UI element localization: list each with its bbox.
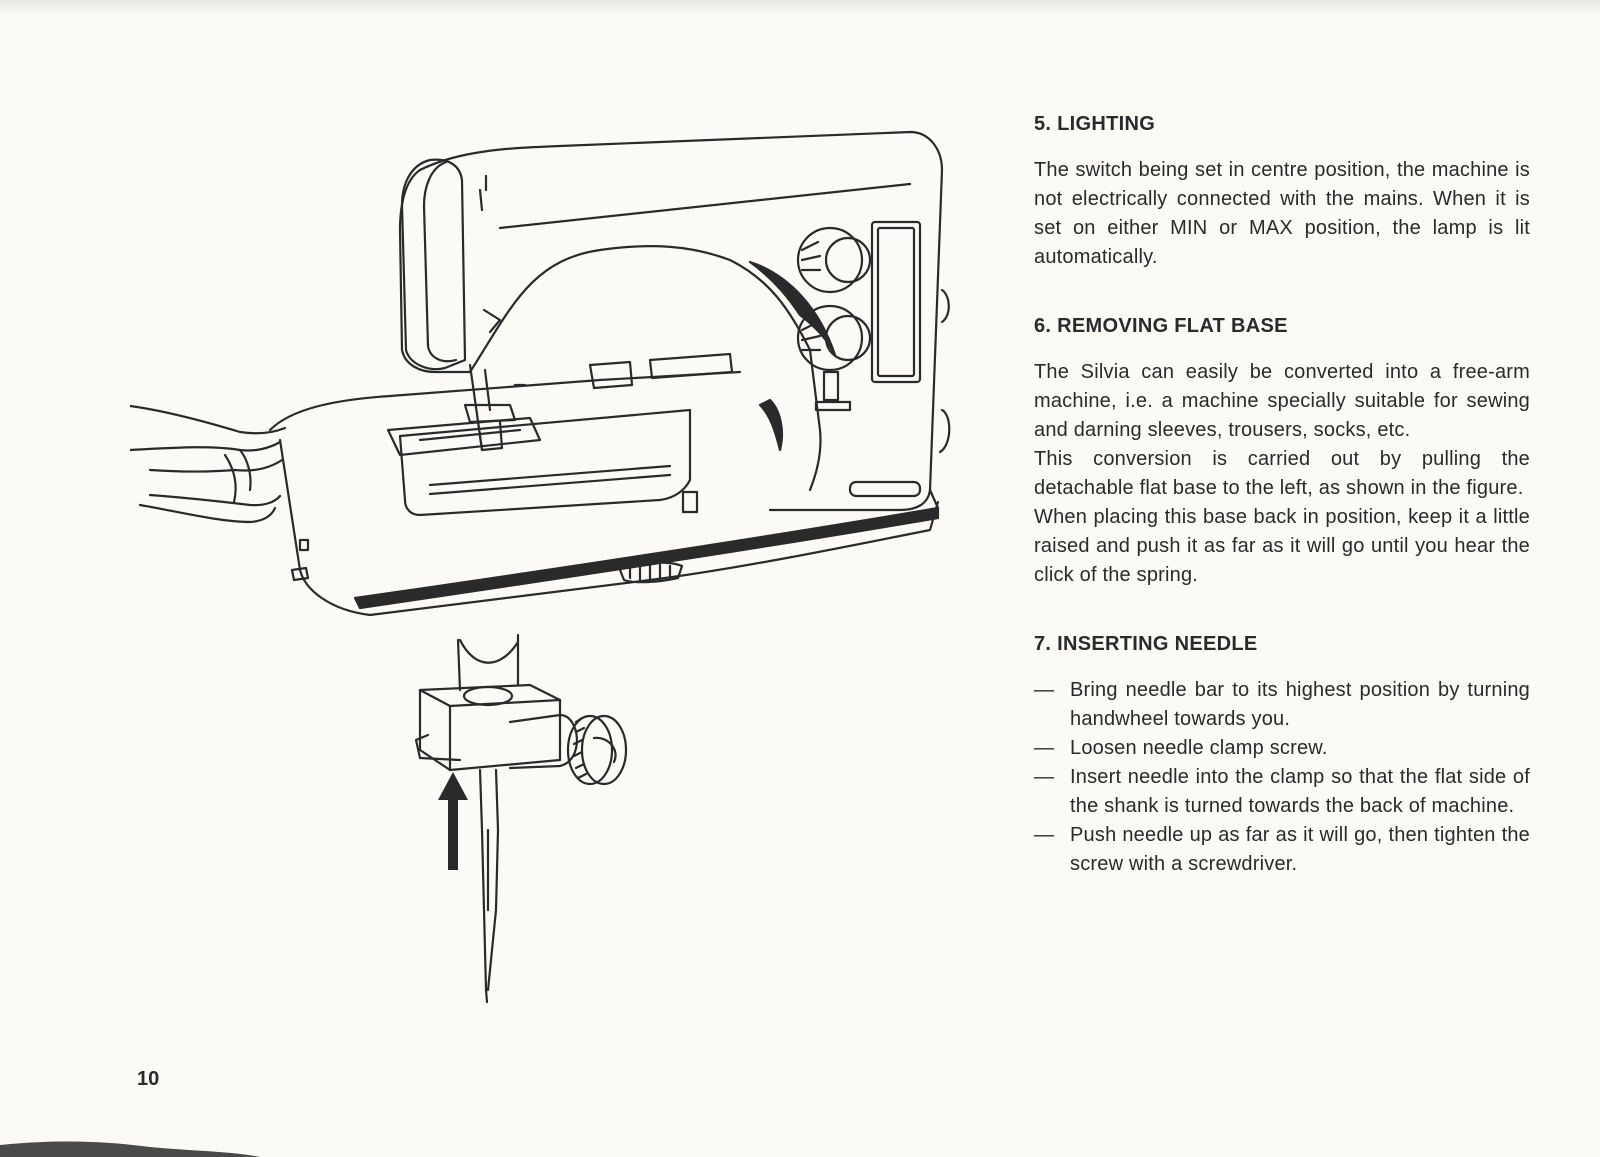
step-text: Insert needle into the clamp so that the… bbox=[1070, 766, 1530, 817]
section-removing-flat-base: 6. REMOVING FLAT BASE The Silvia can eas… bbox=[1034, 314, 1530, 590]
lighting-paragraph: The switch being set in centre position,… bbox=[1034, 159, 1530, 268]
flat-base-paragraph-3: When placing this base back in position,… bbox=[1034, 506, 1530, 586]
step-text: Push needle up as far as it will go, the… bbox=[1070, 824, 1530, 875]
dash-bullet: — bbox=[1034, 737, 1055, 759]
hand bbox=[130, 404, 287, 524]
section-heading-inserting-needle: 7. INSERTING NEEDLE bbox=[1034, 633, 1258, 655]
section-heading-lighting: 5. LIGHTING bbox=[1034, 113, 1156, 135]
dash-bullet: — bbox=[1034, 766, 1055, 788]
needle-clamp-detail bbox=[414, 633, 628, 1004]
section-heading-removing-flat-base: 6. REMOVING FLAT BASE bbox=[1034, 315, 1288, 337]
list-item: — Loosen needle clamp screw. bbox=[1034, 734, 1530, 763]
machine-arm bbox=[398, 130, 951, 512]
instructions-column: 5. LIGHTING The switch being set in cent… bbox=[1034, 112, 1530, 879]
list-item: — Bring needle bar to its highest positi… bbox=[1034, 676, 1530, 734]
list-item: — Push needle up as far as it will go, t… bbox=[1034, 821, 1530, 879]
list-item: — Insert needle into the clamp so that t… bbox=[1034, 763, 1530, 821]
dash-bullet: — bbox=[1034, 824, 1055, 846]
step-text: Loosen needle clamp screw. bbox=[1070, 737, 1328, 759]
section-lighting: 5. LIGHTING The switch being set in cent… bbox=[1034, 112, 1530, 272]
machine-bed bbox=[268, 352, 940, 617]
page-number: 10 bbox=[137, 1068, 160, 1090]
flat-base-paragraph-1: The Silvia can easily be converted into … bbox=[1034, 361, 1530, 441]
torn-corner-mark bbox=[0, 1141, 260, 1157]
up-arrow-icon bbox=[438, 772, 468, 870]
page-edge-shadow bbox=[0, 0, 1600, 14]
section-inserting-needle: 7. INSERTING NEEDLE — Bring needle bar t… bbox=[1034, 632, 1530, 879]
step-text: Bring needle bar to its highest position… bbox=[1070, 679, 1530, 730]
dash-bullet: — bbox=[1034, 679, 1055, 701]
needle-steps-list: — Bring needle bar to its highest positi… bbox=[1034, 676, 1530, 879]
flat-base-paragraph-2: This conversion is carried out by pullin… bbox=[1034, 448, 1530, 499]
sewing-machine-illustration bbox=[130, 130, 951, 1004]
